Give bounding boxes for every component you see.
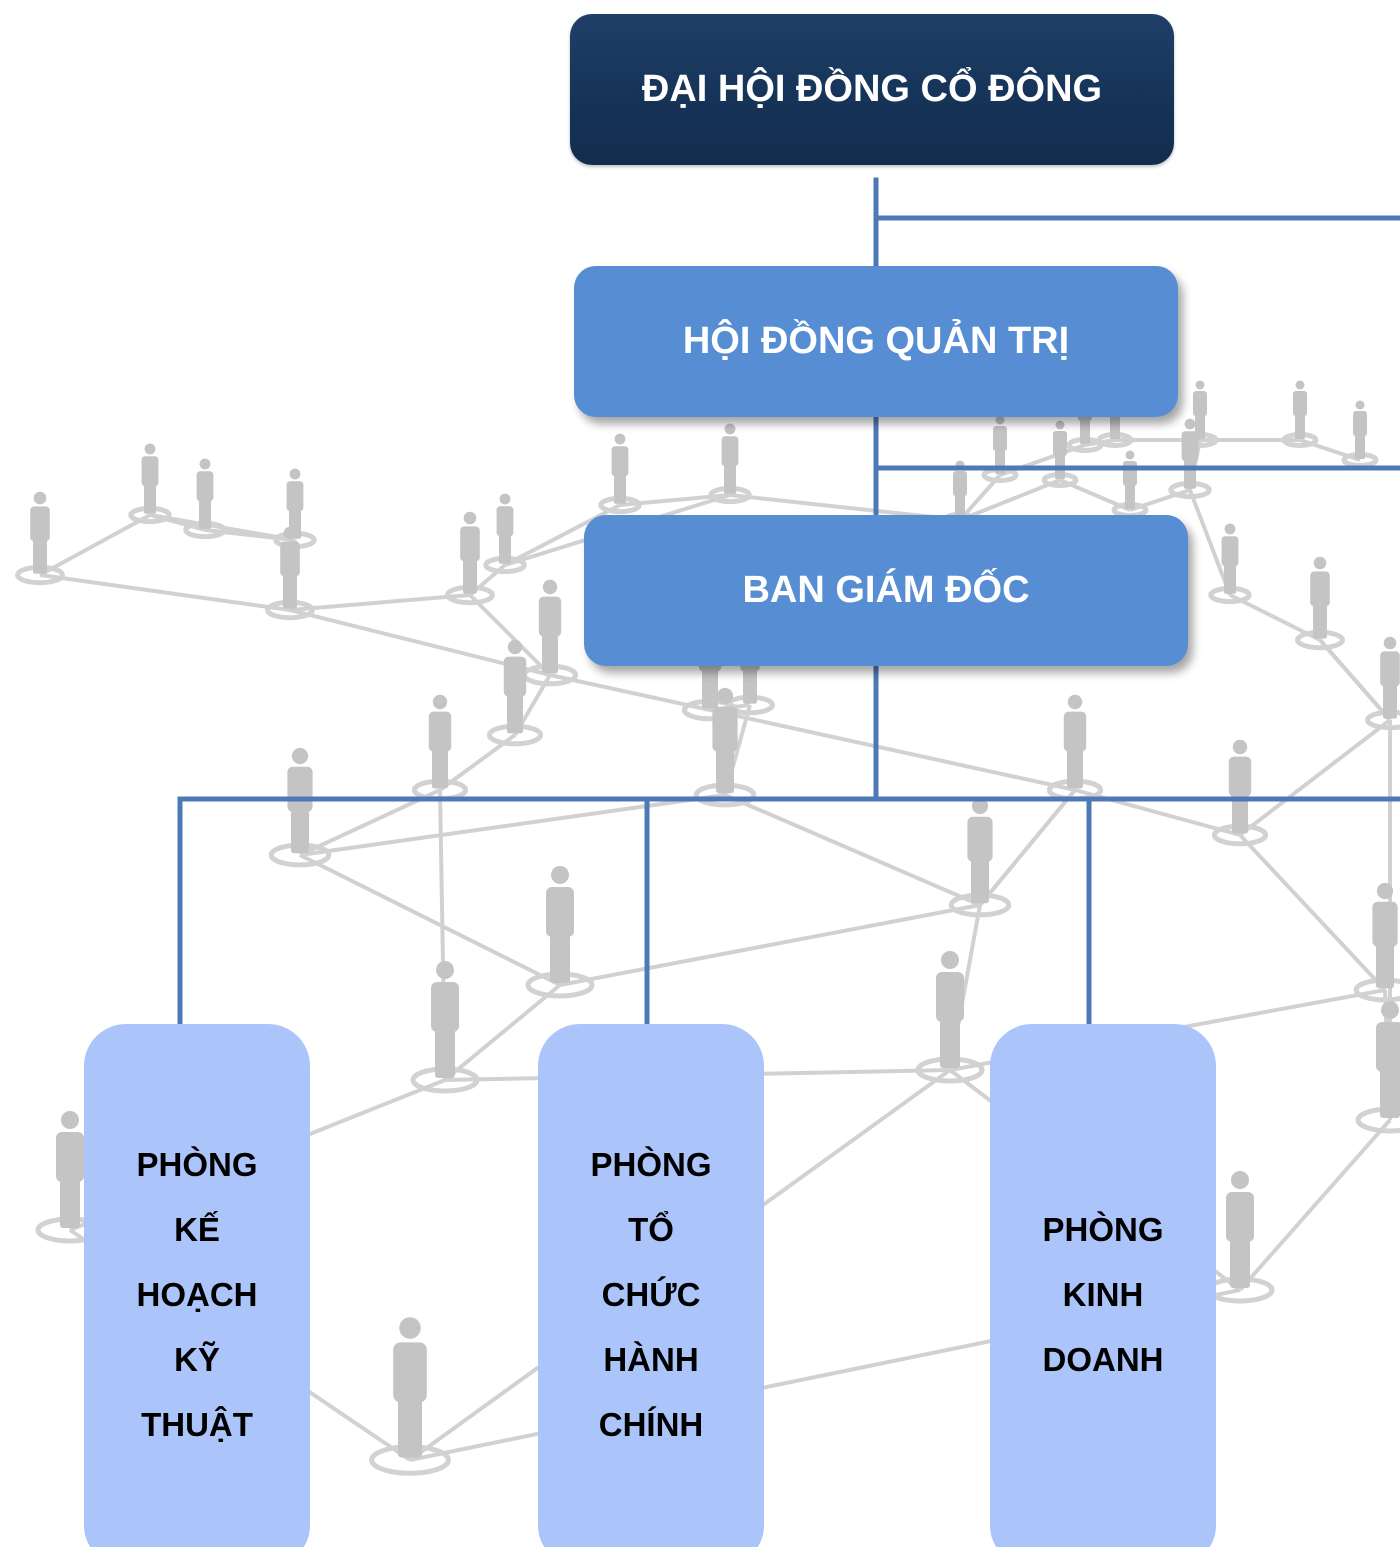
person-figure-icon bbox=[460, 511, 480, 594]
person-figure-icon bbox=[1063, 694, 1087, 789]
department-planning-technical-label: PHÒNG KẾ HOẠCH KỸ THUẬT bbox=[136, 1145, 258, 1443]
network-link bbox=[443, 983, 562, 1082]
person-figure-icon bbox=[393, 1317, 427, 1458]
person-figure-icon bbox=[1353, 400, 1367, 459]
person-figure-icon bbox=[993, 415, 1007, 474]
network-link bbox=[559, 903, 981, 987]
person-figure-icon bbox=[546, 866, 574, 983]
shareholders-meeting-node: ĐẠI HỘI ĐỒNG CỔ ĐÔNG bbox=[570, 14, 1174, 165]
network-link bbox=[289, 593, 471, 612]
shareholders-meeting-label: ĐẠI HỘI ĐỒNG CỔ ĐÔNG bbox=[641, 68, 1103, 110]
person-figure-icon bbox=[1372, 882, 1398, 989]
person-figure-icon bbox=[611, 433, 629, 504]
person-figure-icon bbox=[967, 797, 993, 904]
management-board-node: BAN GIÁM ĐỐC bbox=[584, 515, 1188, 666]
network-link bbox=[1188, 489, 1232, 596]
person-figure-icon bbox=[1380, 636, 1400, 719]
person-figure-icon bbox=[1053, 420, 1067, 479]
department-organization-admin-label: PHÒNG TỔ CHỨC HÀNH CHÍNH bbox=[590, 1145, 712, 1443]
network-link bbox=[39, 513, 151, 577]
network-link bbox=[1318, 638, 1392, 722]
department-business-label: PHÒNG KINH DOANH bbox=[1042, 1210, 1164, 1378]
network-link bbox=[959, 478, 1061, 522]
network-link bbox=[468, 593, 552, 677]
network-link bbox=[299, 853, 561, 987]
network-link bbox=[709, 708, 1076, 792]
person-figure-icon bbox=[431, 961, 459, 1078]
network-link bbox=[1238, 1118, 1392, 1292]
person-figure-icon bbox=[538, 579, 562, 674]
person-figure-icon bbox=[721, 423, 739, 494]
network-link bbox=[978, 788, 1077, 907]
person-figure-icon bbox=[141, 443, 159, 514]
person-figure-icon bbox=[280, 526, 300, 609]
department-planning-technical-node: PHÒNG KẾ HOẠCH KỸ THUẬT bbox=[84, 1024, 310, 1547]
person-figure-icon bbox=[56, 1111, 84, 1228]
department-organization-admin-node: PHÒNG TỔ CHỨC HÀNH CHÍNH bbox=[538, 1024, 764, 1547]
department-business-node: PHÒNG KINH DOANH bbox=[990, 1024, 1216, 1547]
network-link bbox=[299, 793, 726, 857]
network-link bbox=[724, 793, 981, 907]
network-link bbox=[549, 673, 711, 712]
person-figure-icon bbox=[1221, 523, 1239, 594]
person-figure-icon bbox=[1228, 739, 1252, 834]
person-figure-icon bbox=[196, 458, 214, 529]
network-link bbox=[1238, 718, 1392, 837]
person-figure-icon bbox=[1376, 1001, 1400, 1118]
person-figure-icon bbox=[496, 493, 514, 564]
person-figure-icon bbox=[1226, 1171, 1254, 1288]
person-figure-icon bbox=[30, 491, 50, 574]
management-board-label: BAN GIÁM ĐỐC bbox=[742, 569, 1030, 611]
network-link bbox=[39, 573, 291, 612]
person-figure-icon bbox=[503, 639, 527, 734]
person-figure-icon bbox=[1310, 556, 1330, 639]
person-figure-icon bbox=[1293, 380, 1307, 439]
board-of-directors-node: HỘI ĐỒNG QUẢN TRỊ bbox=[574, 266, 1178, 417]
network-link bbox=[1238, 833, 1387, 992]
person-figure-icon bbox=[712, 687, 738, 794]
board-of-directors-label: HỘI ĐỒNG QUẢN TRỊ bbox=[682, 320, 1070, 362]
person-figure-icon bbox=[936, 951, 964, 1068]
person-figure-icon bbox=[428, 694, 452, 789]
